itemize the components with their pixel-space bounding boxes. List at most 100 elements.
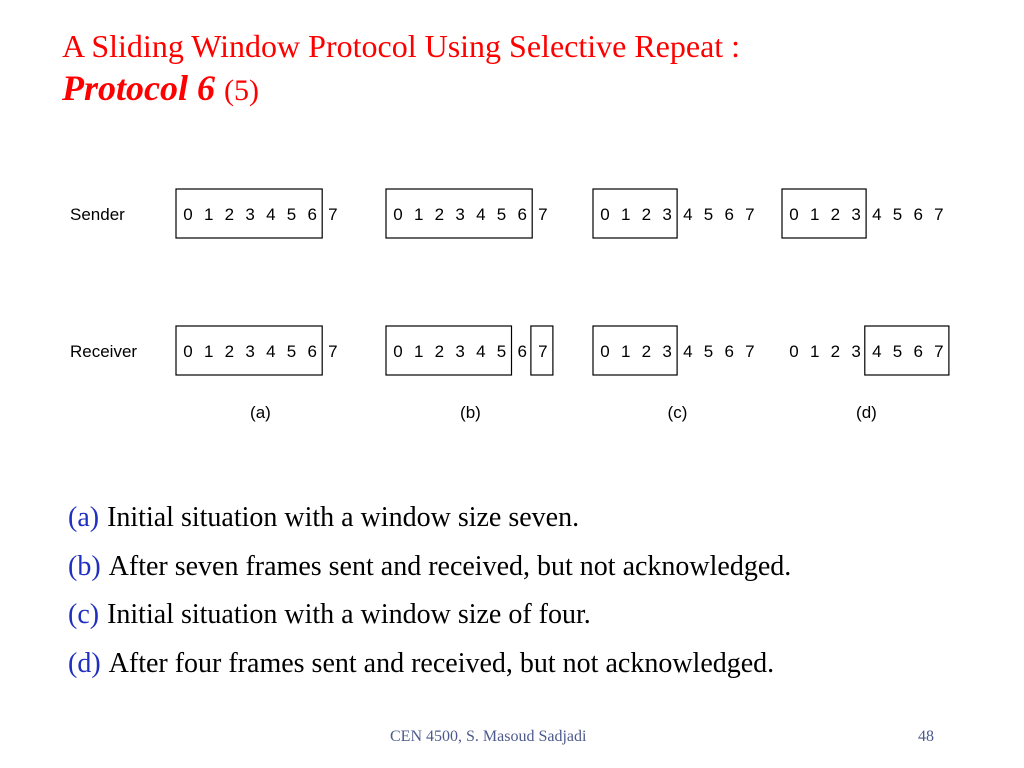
sequence-number: 1 [414, 342, 423, 361]
protocol-name: Protocol 6 [62, 68, 215, 108]
caption-text: Initial situation with a window size sev… [107, 502, 580, 533]
sequence-number: 1 [810, 205, 819, 224]
sequence-number: 2 [831, 205, 840, 224]
sequence-number: 7 [328, 205, 337, 224]
sequence-number: 7 [745, 205, 754, 224]
sequence-number: 7 [538, 205, 547, 224]
receiver-row-label: Receiver [70, 342, 137, 361]
sequence-number: 2 [225, 342, 234, 361]
sender-row-label: Sender [70, 205, 125, 224]
caption-text: After four frames sent and received, but… [108, 647, 775, 679]
panel-label: (b) [460, 403, 481, 422]
receiver-window-box [592, 325, 678, 376]
sequence-number: 5 [497, 342, 506, 361]
sequence-number: 3 [245, 342, 254, 361]
panel-label: (c) [668, 403, 688, 422]
receiver-window-box [385, 325, 513, 376]
slide-part-number: (5) [223, 74, 259, 107]
sequence-number: 7 [328, 342, 337, 361]
sequence-number: 0 [393, 205, 402, 224]
sequence-number: 6 [517, 205, 526, 224]
sequence-number: 6 [307, 342, 316, 361]
caption-item-d: (d)After four frames sent and received, … [68, 644, 791, 693]
sequence-number: 1 [621, 205, 630, 224]
caption-tag: (d) [68, 647, 101, 679]
sequence-number: 4 [266, 205, 275, 224]
caption-item-c: (c)Initial situation with a window size … [68, 595, 791, 644]
sequence-number: 6 [913, 342, 922, 361]
sequence-number: 2 [642, 342, 651, 361]
sequence-number: 5 [704, 342, 713, 361]
sequence-number: 1 [621, 342, 630, 361]
sequence-number: 4 [872, 342, 881, 361]
sequence-number: 7 [934, 342, 943, 361]
panel-label: (a) [250, 403, 271, 422]
sequence-number: 5 [893, 342, 902, 361]
slide-title: A Sliding Window Protocol Using Selectiv… [62, 26, 740, 113]
sequence-number: 2 [831, 342, 840, 361]
sequence-number: 4 [476, 342, 485, 361]
sequence-number: 0 [600, 205, 609, 224]
sequence-number: 5 [893, 205, 902, 224]
receiver-window-box [530, 325, 554, 376]
sequence-number: 6 [307, 205, 316, 224]
sequence-number: 0 [789, 342, 798, 361]
sequence-number: 7 [745, 342, 754, 361]
page-number: 48 [918, 728, 934, 745]
sequence-number: 5 [287, 205, 296, 224]
sender-window-box [385, 188, 533, 239]
sequence-number: 1 [204, 342, 213, 361]
sequence-number: 0 [183, 205, 192, 224]
caption-text: Initial situation with a window size of … [107, 599, 591, 630]
sequence-number: 2 [642, 205, 651, 224]
sequence-number: 0 [393, 342, 402, 361]
sequence-number: 1 [204, 205, 213, 224]
sender-window-box [592, 188, 678, 239]
sequence-number: 1 [810, 342, 819, 361]
sequence-number: 4 [872, 205, 881, 224]
sequence-number: 5 [704, 205, 713, 224]
title-protocol-line: Protocol 6 (5) [62, 66, 740, 113]
sequence-number: 7 [934, 205, 943, 224]
panel-label: (d) [856, 403, 877, 422]
sequence-number: 3 [662, 342, 671, 361]
sequence-number: 0 [789, 205, 798, 224]
caption-tag: (b) [68, 550, 101, 582]
sequence-number: 2 [435, 342, 444, 361]
sequence-number: 2 [225, 205, 234, 224]
caption-list: (a)Initial situation with a window size … [68, 498, 791, 692]
caption-text: After seven frames sent and received, bu… [108, 550, 792, 582]
sequence-number: 0 [600, 342, 609, 361]
sequence-number: 6 [517, 342, 526, 361]
caption-item-b: (b)After seven frames sent and received,… [68, 547, 791, 596]
sequence-number: 1 [414, 205, 423, 224]
sequence-number: 3 [851, 205, 860, 224]
sequence-number: 6 [913, 205, 922, 224]
caption-tag: (c) [68, 599, 100, 630]
sequence-number: 4 [683, 205, 692, 224]
sequence-number: 6 [724, 342, 733, 361]
receiver-window-box [175, 325, 323, 376]
sender-window-box [781, 188, 867, 239]
sequence-number: 3 [851, 342, 860, 361]
title-line: A Sliding Window Protocol Using Selectiv… [62, 28, 741, 64]
sequence-number: 5 [287, 342, 296, 361]
caption-tag: (a) [68, 502, 100, 533]
sequence-number: 5 [497, 205, 506, 224]
sequence-number: 4 [683, 342, 692, 361]
sequence-number: 4 [476, 205, 485, 224]
caption-item-a: (a)Initial situation with a window size … [68, 498, 791, 547]
sequence-number: 3 [455, 342, 464, 361]
sequence-number: 3 [662, 205, 671, 224]
sequence-number: 7 [538, 342, 547, 361]
sequence-number: 4 [266, 342, 275, 361]
footer-credit: CEN 4500, S. Masoud Sadjadi [390, 728, 587, 745]
sequence-number: 2 [435, 205, 444, 224]
sequence-number: 3 [245, 205, 254, 224]
sequence-number: 3 [455, 205, 464, 224]
sequence-number: 6 [724, 205, 733, 224]
sequence-number: 0 [183, 342, 192, 361]
sender-window-box [175, 188, 323, 239]
receiver-window-box [864, 325, 950, 376]
